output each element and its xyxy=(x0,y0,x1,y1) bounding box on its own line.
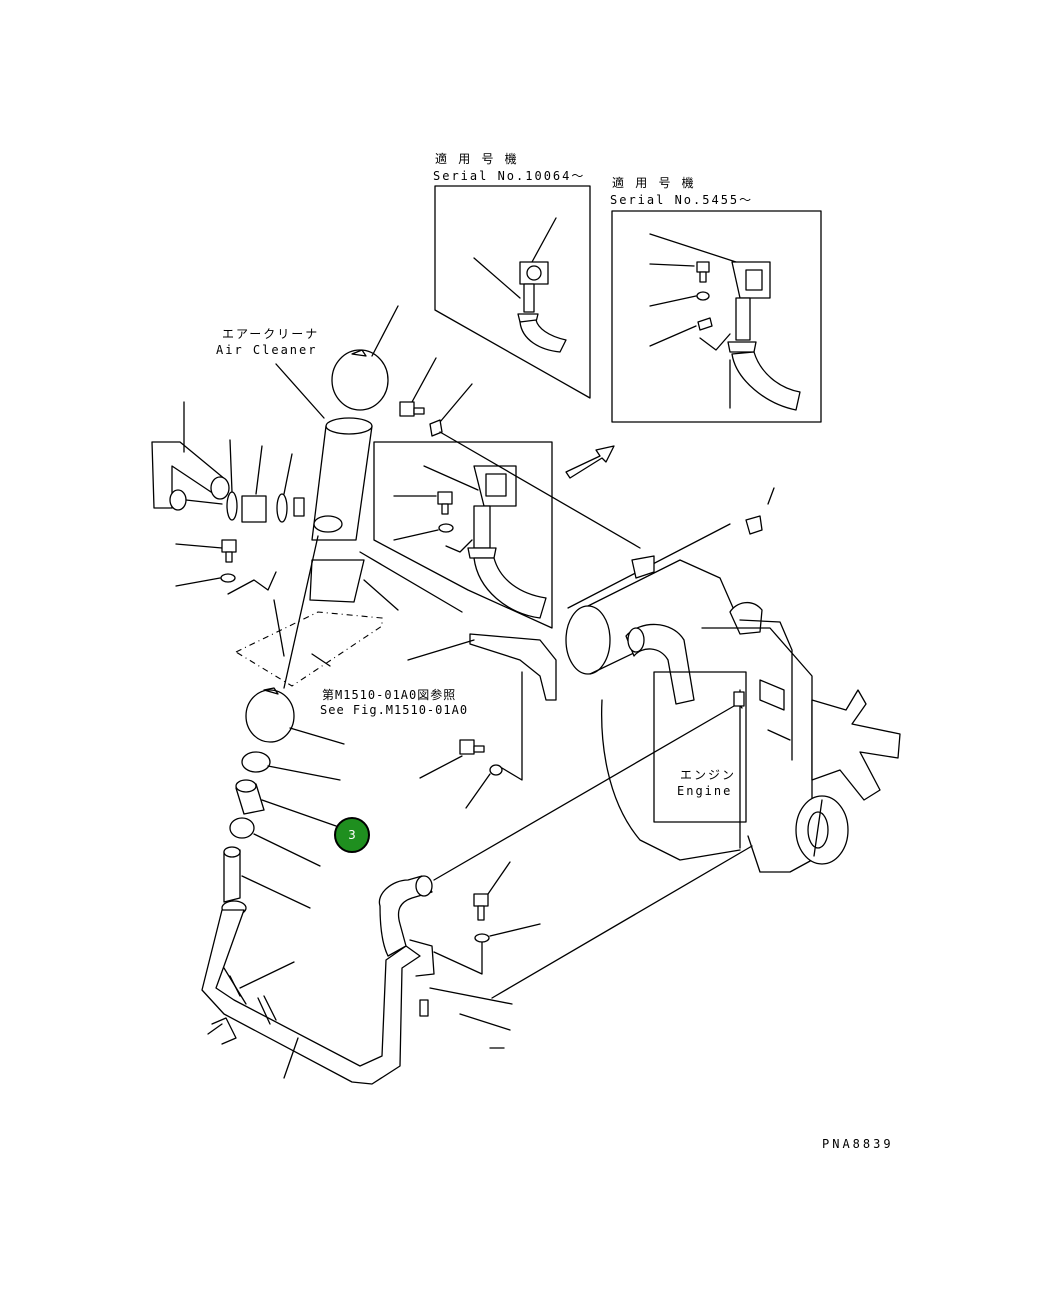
inset-detail-serial-5455 xyxy=(611,210,822,423)
drawing-number: PNA8839 xyxy=(822,1137,894,1151)
serial-label-1-en: Serial No.10064～ xyxy=(433,169,586,183)
mounting-plate-outline xyxy=(234,611,383,687)
engine-label-en: Engine xyxy=(677,784,733,798)
air-cleaner-cap xyxy=(331,305,399,411)
intake-pipe-lower xyxy=(201,846,483,1085)
bolt-middle-group xyxy=(419,739,503,809)
hose-clamp-2 xyxy=(229,817,321,867)
see-fig-label-en: See Fig.M1510-01A0 xyxy=(320,703,469,717)
serial-label-2-jp: 適 用 号 機 xyxy=(612,176,696,190)
air-cleaner-label-en: Air Cleaner xyxy=(216,343,318,357)
hose-clamp-1 xyxy=(241,751,341,781)
clamp-cap-lower xyxy=(245,687,345,745)
intake-hose-left xyxy=(151,401,305,523)
bracket-box-right xyxy=(359,441,553,629)
air-cleaner-body xyxy=(275,363,399,611)
engine-assembly xyxy=(565,487,901,873)
direction-arrow xyxy=(565,445,615,479)
serial-label-1-jp: 適 用 号 機 xyxy=(435,152,519,166)
air-cleaner-label-jp: エアークリーナ xyxy=(222,327,320,341)
hose-sleeve xyxy=(235,779,337,827)
part-callout-3[interactable]: 3 xyxy=(334,817,370,853)
mounting-bracket-lower xyxy=(407,633,557,781)
engine-label-jp: エンジン xyxy=(680,768,737,782)
bolt-lower-group xyxy=(419,861,541,1049)
bolt-top-group xyxy=(399,357,641,549)
serial-label-2-en: Serial No.5455～ xyxy=(610,193,754,207)
inset-detail-serial-10064 xyxy=(434,185,591,399)
see-fig-label-jp: 第M1510-01A0図参照 xyxy=(322,688,457,702)
bolt-left-group xyxy=(175,539,277,595)
